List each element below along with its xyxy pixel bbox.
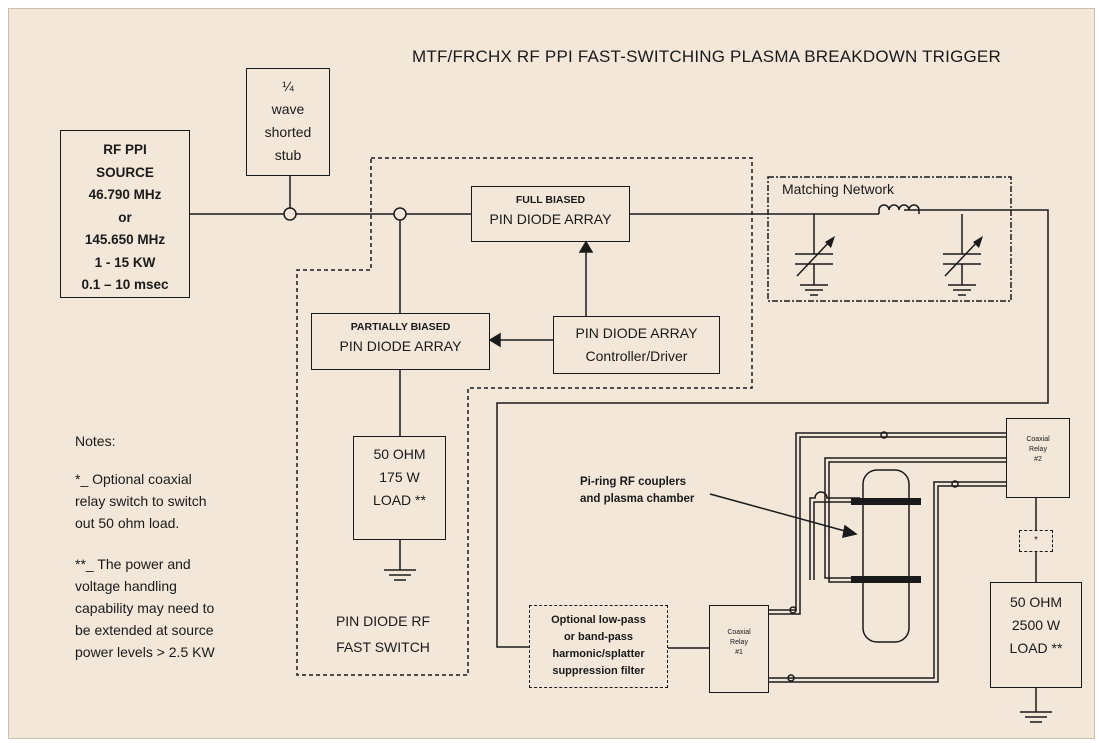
wire-matching-out: [496, 209, 1049, 648]
filter-line-2: or band-pass: [563, 631, 634, 643]
stub-line-1: ¼: [282, 78, 294, 94]
controller-driver-box: PIN DIODE ARRAY Controller/Driver: [553, 316, 720, 374]
rf-source-line-6: 1 - 15 KW: [94, 254, 156, 270]
inductor-symbol: [878, 204, 920, 214]
load-175w-line-3: LOAD **: [373, 492, 426, 508]
note-2-line-2: voltage handling: [75, 578, 177, 594]
note-1-line-1: *_ Optional coaxial: [75, 471, 192, 487]
coax-relay1-lower-b: [769, 485, 1006, 683]
note-2-line-1: **_ The power and: [75, 556, 191, 572]
partially-biased-label: PIN DIODE ARRAY: [339, 338, 462, 354]
couplers-line-1: Pi-ring RF couplers: [580, 476, 687, 488]
coax-chamber-upper: [809, 491, 860, 580]
ground-symbol-175w: [384, 569, 416, 581]
relay2-line-2: Relay: [1029, 446, 1047, 453]
filter-line-4: suppression filter: [552, 665, 645, 677]
partially-biased-heading: PARTIALLY BIASED: [350, 321, 451, 333]
couplers-arrow-line: [709, 493, 846, 532]
note-1-line-3: out 50 ohm load.: [75, 515, 180, 531]
pi-ring-coupler-lower: [851, 576, 921, 583]
load-2500w-line-2: 2500 W: [1011, 617, 1061, 633]
load-175w-line-2: 175 W: [379, 469, 420, 485]
note-2-line-5: power levels > 2.5 KW: [75, 644, 215, 660]
note-2-line-4: be extended at source: [75, 622, 214, 638]
rf-source-line-7: 0.1 – 10 msec: [81, 277, 169, 292]
note-2: **_ The power and voltage handling capab…: [75, 553, 215, 663]
fast-switch-line-2: FAST SWITCH: [336, 639, 430, 655]
matching-network-outline: [767, 176, 1012, 302]
arrow-to-partial-biased: [488, 332, 501, 348]
couplers-arrow-head: [842, 524, 858, 538]
relay1-line-3: #1: [735, 649, 743, 656]
controller-line-2: Controller/Driver: [585, 348, 688, 364]
fast-switch-line-1: PIN DIODE RF: [335, 613, 431, 629]
coax-chamber-upper-b: [813, 501, 860, 580]
relay2-line-1: Coaxial: [1026, 436, 1050, 443]
load-2500w-line-3: LOAD **: [1009, 640, 1063, 656]
note-1: *_ Optional coaxial relay switch to swit…: [75, 468, 206, 534]
relay1-line-2: Relay: [730, 639, 748, 646]
controller-line-1: PIN DIODE ARRAY: [575, 325, 698, 341]
load-2500w-box: 50 OHM 2500 W LOAD **: [990, 582, 1082, 688]
coax-node-lower-2: [951, 480, 959, 488]
switch-outline: [296, 157, 753, 676]
full-biased-heading: FULL BIASED: [515, 194, 586, 206]
stub-junction-node: [283, 207, 297, 221]
coax-relay2-to-chamber: [824, 457, 1006, 579]
coax-relay1-lower-a: [769, 481, 1006, 679]
partially-biased-pin-diode-array-box: PARTIALLY BIASED PIN DIODE ARRAY: [311, 313, 490, 370]
full-biased-pin-diode-array-box: FULL BIASED PIN DIODE ARRAY: [471, 186, 630, 242]
note-2-line-3: capability may need to: [75, 600, 215, 616]
coax-relay1-upper-b: [769, 436, 1006, 615]
note-1-line-2: relay switch to switch: [75, 493, 207, 509]
filter-line-1: Optional low-pass: [551, 614, 646, 626]
diagram-background: [8, 8, 1095, 739]
load-2500w-line-1: 50 OHM: [1009, 594, 1063, 610]
relay1-line-1: Coaxial: [727, 629, 751, 636]
rf-source-line-4: or: [118, 209, 132, 225]
rf-ppi-source-box: RF PPI SOURCE 46.790 MHz or 145.650 MHz …: [60, 130, 190, 298]
filter-line-3: harmonic/splatter: [552, 648, 645, 660]
full-biased-label: PIN DIODE ARRAY: [489, 211, 612, 227]
rf-source-line-1: RF PPI: [103, 142, 147, 157]
rf-source-line-2: SOURCE: [96, 164, 154, 180]
load-175w-line-1: 50 OHM: [373, 446, 426, 462]
couplers-label: Pi-ring RF couplers and plasma chamber: [580, 474, 694, 508]
suppression-filter-box: Optional low-pass or band-pass harmonic/…: [529, 605, 668, 688]
coax-relay2-to-chamber-b: [828, 461, 1006, 583]
stub-line-2: wave: [271, 101, 305, 117]
switch-junction-node: [393, 207, 407, 221]
rf-source-line-5: 145.650 MHz: [84, 232, 166, 247]
coax-node-upper-1: [789, 606, 797, 614]
couplers-line-2: and plasma chamber: [580, 493, 695, 505]
optional-relay-switch-box: *: [1019, 530, 1053, 552]
matching-network-label: Matching Network: [782, 181, 895, 197]
rf-source-line-3: 46.790 MHz: [88, 187, 162, 202]
pi-ring-coupler-upper: [851, 498, 921, 505]
notes-heading: Notes:: [75, 433, 116, 449]
coaxial-relay-2-box: Coaxial Relay #2: [1006, 418, 1070, 498]
diagram-title: MTF/FRCHX RF PPI FAST-SWITCHING PLASMA B…: [412, 47, 1001, 66]
stub-line-3: shorted: [264, 124, 312, 140]
coaxial-relay-1-box: Coaxial Relay #1: [709, 605, 769, 693]
coax-node-lower-1: [787, 674, 795, 682]
variable-capacitor-2: [943, 236, 983, 296]
coax-relay1-upper-a: [769, 432, 1006, 611]
stub-line-4: stub: [274, 147, 302, 163]
arrow-to-full-biased: [578, 240, 594, 253]
coax-node-upper-2: [880, 431, 888, 439]
fast-switch-label: PIN DIODE RF FAST SWITCH: [318, 608, 448, 660]
variable-capacitor-1: [795, 236, 835, 296]
load-175w-box: 50 OHM 175 W LOAD **: [353, 436, 446, 540]
ground-symbol-2500w: [1020, 711, 1052, 723]
plasma-chamber: [862, 469, 910, 643]
relay2-line-3: #2: [1034, 456, 1042, 463]
quarter-wave-stub-box: ¼ wave shorted stub: [246, 68, 330, 176]
